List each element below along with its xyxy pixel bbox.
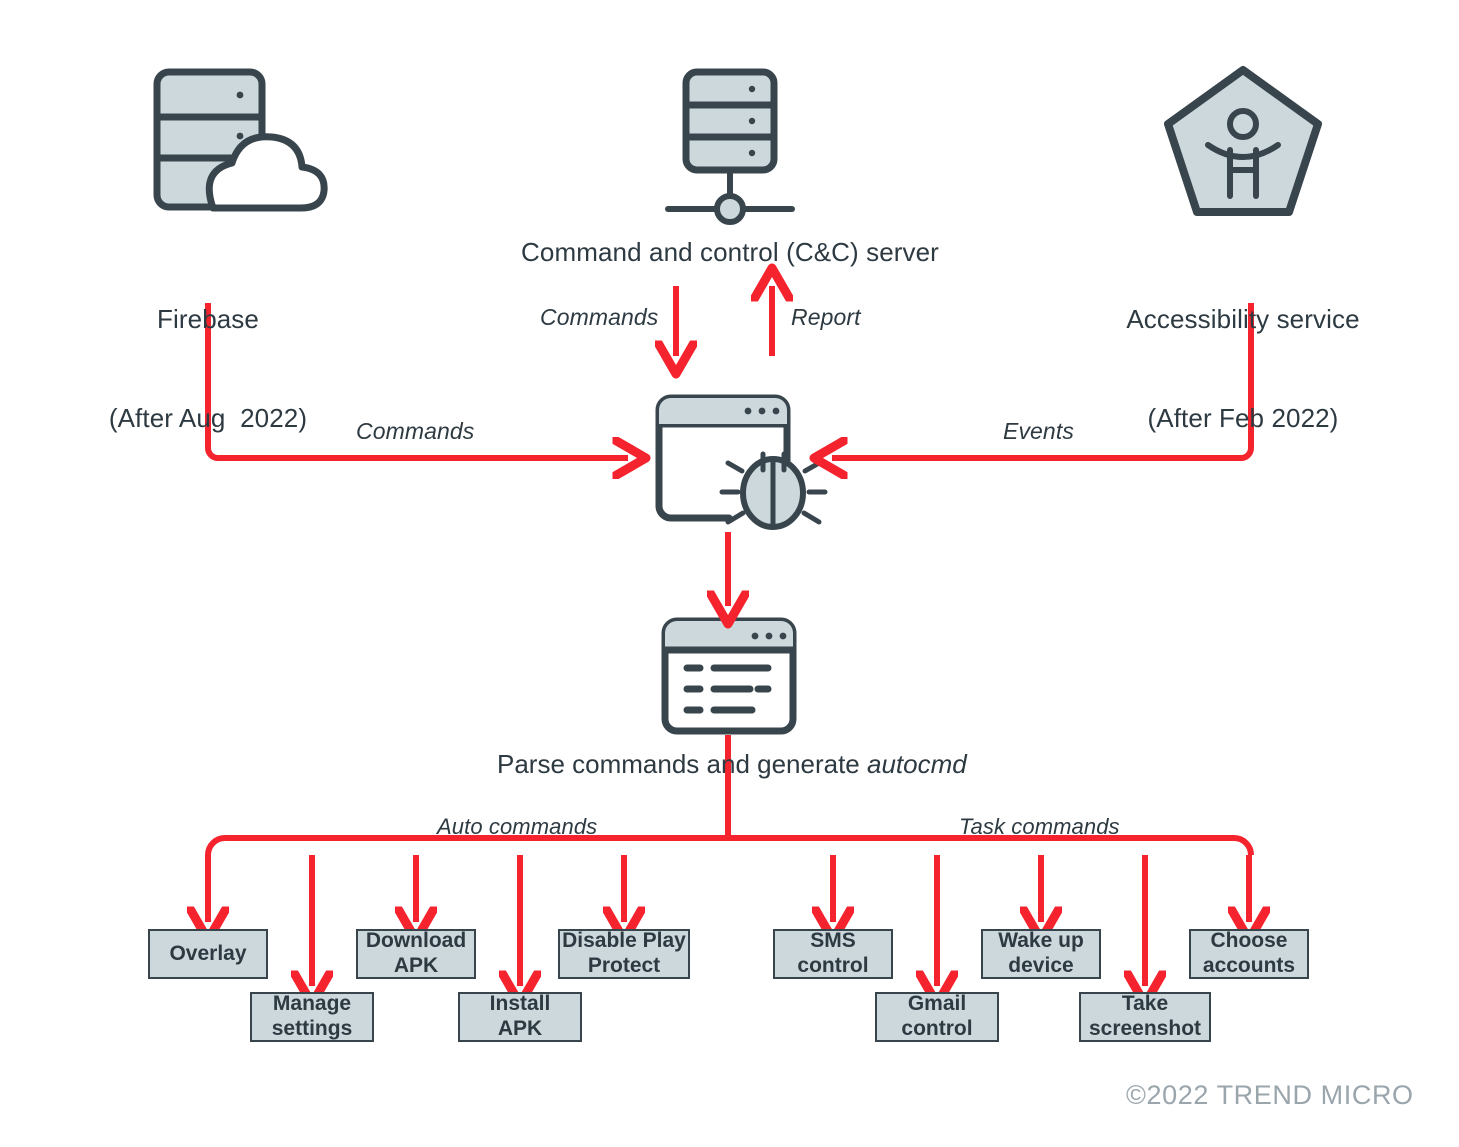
accessibility-label-line1: Accessibility service (1126, 303, 1360, 334)
edge-label-firebase-commands: Commands (356, 418, 475, 444)
bug-glyph (719, 451, 828, 530)
accessibility-label: Accessibility service (After Feb 2022) (1093, 236, 1393, 502)
branch-trunk-bar (205, 835, 1254, 856)
command-box[interactable]: Overlay (148, 929, 268, 979)
database-cloud-icon (153, 68, 328, 212)
firebase-label-line2: (After Aug 2022) (108, 403, 308, 434)
firebase-label: Firebase (After Aug 2022) (58, 236, 358, 502)
accessibility-label-line2: (After Feb 2022) (1147, 403, 1339, 434)
server-rack-icon (665, 68, 795, 225)
command-box-label: Overlay (169, 941, 247, 965)
firebase-label-line1: Firebase (157, 303, 259, 334)
parser-label-italic: autocmd (867, 749, 967, 779)
window-list-icon (661, 617, 797, 735)
parser-label: Parse commands and generate autocmd (497, 748, 967, 781)
cc-server-label: Command and control (C&C) server (521, 237, 939, 267)
edge-label-cc-commands: Commands (540, 304, 659, 330)
parser-label-plain: Parse commands and generate (497, 749, 867, 779)
edge-label-events: Events (1003, 418, 1074, 444)
window-bug-icon (655, 394, 828, 530)
arrow-accessibility-to-malware (832, 303, 1254, 458)
copyright-notice: ©2022 TREND MICRO (1126, 1080, 1414, 1110)
edge-label-report: Report (791, 304, 861, 330)
branch-label-auto: Auto commands (437, 814, 598, 839)
branch-label-task: Task commands (959, 814, 1120, 839)
branch-descenders (208, 855, 1249, 986)
arrow-firebase-to-malware (205, 303, 628, 458)
accessibility-pentagon-icon (1164, 66, 1322, 216)
